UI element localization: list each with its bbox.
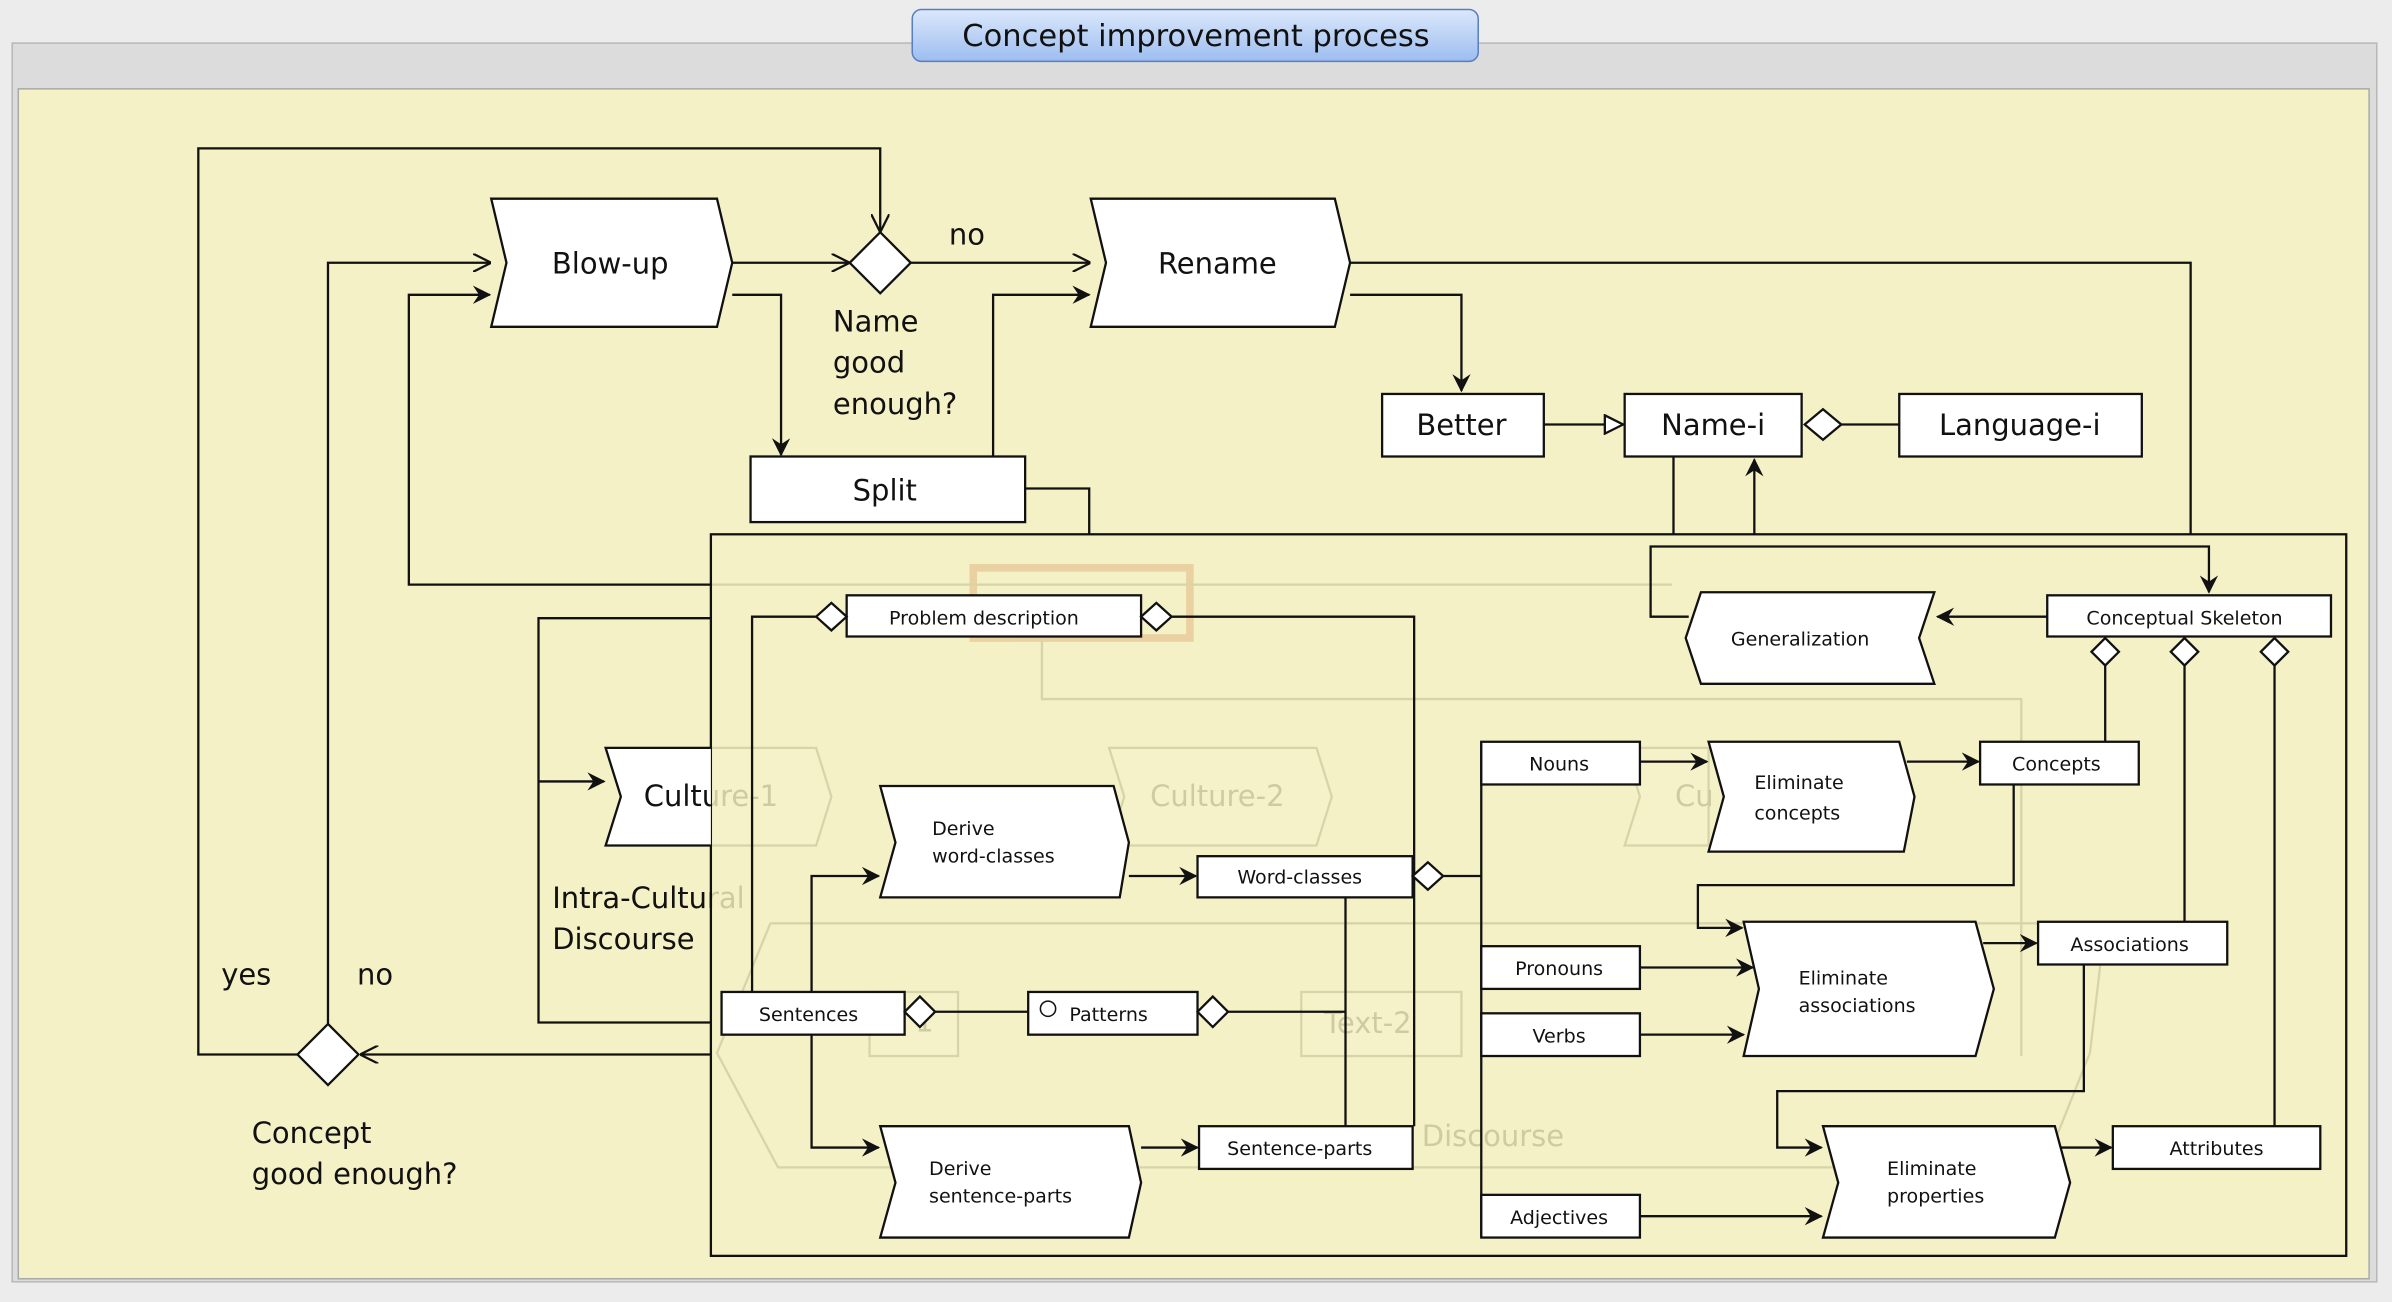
verbs-object[interactable]: Verbs [1480, 1012, 1642, 1058]
ghost-culture-3-label: Cu [1675, 779, 1714, 813]
culture-1-label: Culture-1 [644, 779, 778, 813]
intra-cultural-label-2: Discourse [552, 922, 694, 956]
circle-icon [1039, 1000, 1057, 1018]
eliminate-properties-label-1: Eliminate [1887, 1158, 1976, 1180]
concepts-label: Concepts [2012, 754, 2101, 776]
language-i-object[interactable]: Language-i [1898, 392, 2143, 458]
aggregation-diamond-icon [1195, 994, 1230, 1029]
ghost-intra-label: Intra-Cultural [552, 881, 744, 915]
derive-sentence-parts-label-2: sentence-parts [929, 1185, 1072, 1207]
ghost-culture-3 [1623, 746, 1710, 847]
ghost-inter-cultural-label: Discourse [1422, 1119, 1564, 1153]
concept-decision-label-1: Concept [252, 1116, 372, 1150]
sentences-object[interactable]: Sentences [720, 990, 937, 1036]
name-decision[interactable] [848, 230, 913, 295]
eliminate-concepts-activity[interactable]: Eliminate concepts [1707, 740, 1916, 853]
generalization-activity[interactable]: Generalization [1684, 591, 1936, 685]
adjectives-label: Adjectives [1510, 1207, 1608, 1229]
nouns-label: Nouns [1529, 754, 1589, 776]
eliminate-associations-label-1: Eliminate [1799, 967, 1888, 989]
rename-activity[interactable]: Rename [1089, 197, 1352, 328]
concept-decision[interactable] [295, 1022, 361, 1087]
ghost-culture-2 [1107, 746, 1333, 847]
sentence-parts-label: Sentence-parts [1227, 1138, 1372, 1160]
name-i-label: Name-i [1661, 408, 1765, 442]
text-analysis-container [709, 533, 2348, 1258]
associations-label: Associations [2070, 934, 2188, 956]
title-button[interactable]: Concept improvement process [911, 8, 1479, 63]
conceptual-skeleton-object[interactable]: Conceptual Skeleton [2046, 594, 2333, 668]
blow-up-activity[interactable]: Blow-up [489, 197, 734, 328]
aggregation-diamond-icon [1410, 860, 1445, 892]
derive-word-classes-activity[interactable]: Derive word-classes [878, 784, 1131, 899]
concept-decision-label-2: good enough? [252, 1157, 458, 1191]
pronouns-object[interactable]: Pronouns [1480, 945, 1642, 991]
generalization-label: Generalization [1731, 629, 1870, 651]
derive-word-classes-label-2: word-classes [932, 845, 1055, 867]
problem-description-object[interactable]: Problem description [814, 594, 1174, 638]
verbs-label: Verbs [1533, 1025, 1586, 1047]
better-object[interactable]: Better [1380, 392, 1545, 458]
attributes-label: Attributes [2170, 1138, 2264, 1160]
aggregation-diamond-icon [814, 601, 849, 632]
connectors [197, 147, 2276, 1238]
blow-up-label: Blow-up [552, 246, 669, 280]
split-object[interactable]: Split [749, 455, 1027, 524]
patterns-label: Patterns [1069, 1004, 1147, 1026]
problem-description-label: Problem description [889, 607, 1079, 629]
name-decision-label-3: enough? [833, 387, 957, 421]
title-label: Concept improvement process [962, 19, 1429, 54]
culture-1-activity[interactable]: Culture-1 Intra-Cultural [552, 746, 831, 915]
concepts-object[interactable]: Concepts [1978, 740, 2140, 786]
ghost-culture-2-label: Culture-2 [1150, 779, 1284, 813]
aggregation-diamond-icon [2089, 636, 2121, 668]
rename-label: Rename [1158, 246, 1277, 280]
attributes-object[interactable]: Attributes [2111, 1125, 2322, 1171]
conceptual-skeleton-label: Conceptual Skeleton [2086, 607, 2282, 629]
name-decision-no-label: no [949, 217, 985, 251]
eliminate-concepts-label-2: concepts [1754, 803, 1840, 825]
derive-sentence-parts-activity[interactable]: Derive sentence-parts [878, 1125, 1143, 1239]
sentences-label: Sentences [759, 1004, 858, 1026]
concept-yes-label: yes [221, 957, 271, 991]
concept-no-label: no [357, 957, 393, 991]
aggregation-diamond-icon [2169, 636, 2200, 668]
intra-cultural-label-1: Intra-Cultural [552, 881, 744, 915]
word-classes-object[interactable]: Word-classes [1196, 855, 1445, 899]
adjectives-object[interactable]: Adjectives [1480, 1193, 1642, 1239]
eliminate-associations-activity[interactable]: Eliminate associations [1742, 920, 1996, 1058]
name-decision-label-1: Name [833, 304, 918, 338]
pronouns-label: Pronouns [1515, 958, 1603, 980]
ghost-text-2 [1300, 990, 1463, 1058]
name-i-object[interactable]: Name-i [1623, 392, 1844, 458]
derive-word-classes-label-1: Derive [932, 818, 995, 840]
patterns-object[interactable]: Patterns [1027, 990, 1230, 1036]
name-decision-label-2: good [833, 346, 905, 380]
eliminate-properties-activity[interactable]: Eliminate properties [1821, 1125, 2072, 1239]
sentence-parts-object[interactable]: Sentence-parts [1197, 1125, 1414, 1171]
aggregation-diamond-icon [903, 994, 937, 1029]
better-label: Better [1416, 408, 1506, 442]
eliminate-concepts-label-1: Eliminate [1754, 772, 1843, 794]
aggregation-diamond-icon [1139, 601, 1174, 632]
language-i-label: Language-i [1939, 408, 2100, 442]
aggregation-diamond-icon [2259, 636, 2290, 668]
split-label: Split [853, 474, 917, 508]
word-classes-label: Word-classes [1237, 867, 1362, 889]
eliminate-properties-label-2: properties [1887, 1185, 1984, 1207]
eliminate-associations-label-2: associations [1799, 995, 1916, 1017]
aggregation-diamond-icon [1802, 407, 1844, 442]
associations-object[interactable]: Associations [2036, 920, 2229, 966]
nouns-object[interactable]: Nouns [1480, 740, 1642, 786]
derive-sentence-parts-label-1: Derive [929, 1158, 992, 1180]
